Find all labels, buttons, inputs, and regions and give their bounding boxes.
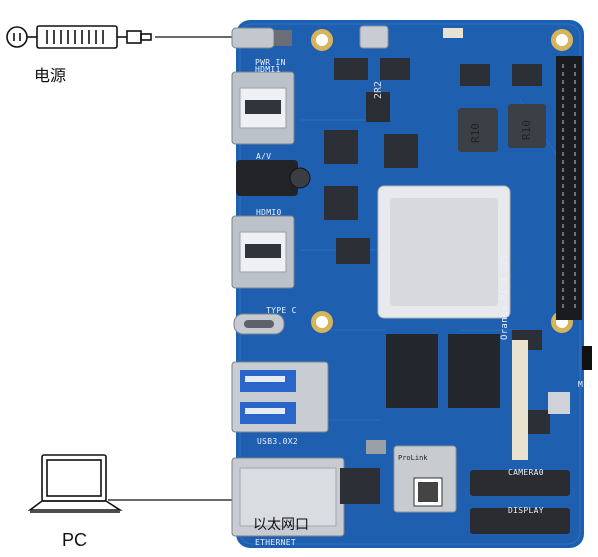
silk-board-name: Orange Pi 4 LTS [500, 254, 510, 340]
inductors [366, 92, 546, 152]
side-button [582, 346, 592, 370]
mipi-connector [512, 340, 528, 460]
pc-label: PC [62, 530, 88, 550]
hdmi0-port [231, 215, 295, 289]
inductor-b-label: R10 [520, 120, 533, 140]
silk-typec: TYPE C [266, 306, 297, 315]
power-label: 电源 [34, 66, 67, 85]
fan-header [443, 28, 463, 38]
wifi-module [393, 445, 457, 513]
soc-chip [377, 185, 511, 319]
silk-usb3: USB3.0X2 [257, 437, 298, 446]
silk-hdmi0: HDMI0 [256, 208, 282, 217]
display-connector [470, 508, 570, 534]
ram-chips [386, 334, 500, 408]
micro-usb-port [359, 25, 389, 49]
inductor-small-label: 2R2 [373, 80, 384, 99]
wifi-brand-label: ProLink [398, 454, 428, 462]
av-jack [236, 160, 311, 196]
usb3-ports [231, 361, 329, 433]
camera-connector [470, 470, 570, 496]
power-adapter-icon [6, 25, 152, 49]
hdmi1-port [231, 71, 295, 145]
silk-ethernet: ETHERNET [255, 538, 296, 547]
ethernet-label: 以太网口 [253, 517, 309, 533]
ethernet-port [231, 457, 345, 537]
silk-display: DISPLAY [508, 506, 544, 515]
small-button [366, 440, 386, 454]
laptop-icon [27, 454, 123, 513]
silk-camera: CAMERA0 [508, 468, 544, 477]
inductor-a-label: R10 [469, 123, 482, 143]
silk-mic: MIC [578, 380, 594, 389]
silk-hdmi1: HDMI1 [255, 65, 281, 74]
silk-av: A/V [256, 152, 272, 161]
gpio-header [556, 56, 582, 320]
silk-pwr-in: PWR IN [255, 58, 286, 67]
power-in-connector [231, 27, 292, 49]
mic-component [548, 392, 570, 414]
usb-typec-port [233, 313, 285, 335]
